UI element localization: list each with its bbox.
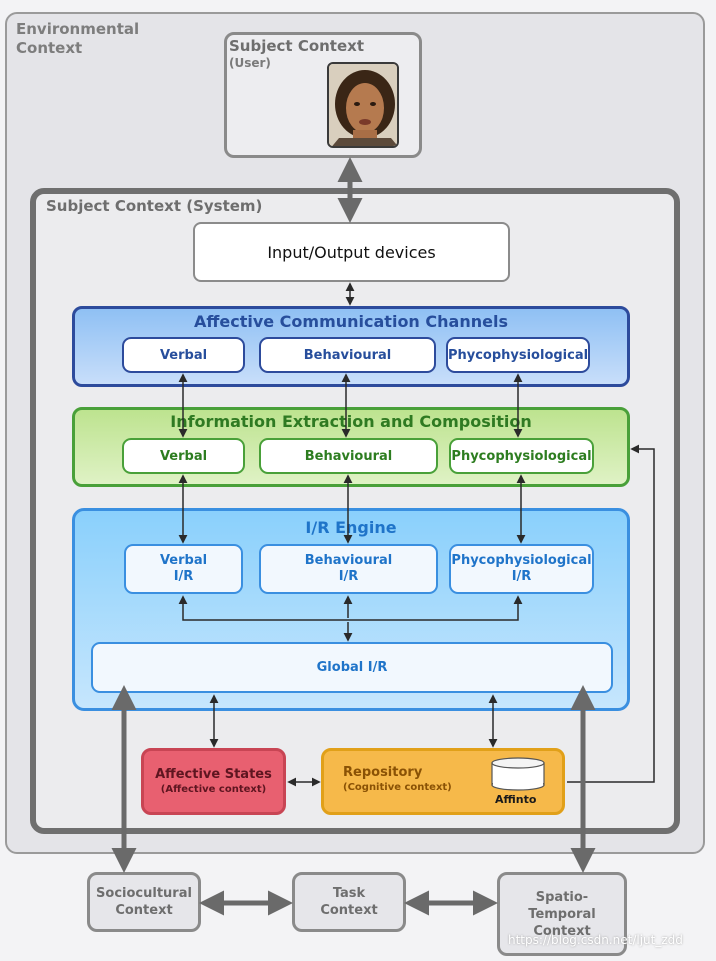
ir-verbal: Verbal I/R [124, 544, 243, 594]
ir-phycophysiological: Phycophysiological I/R [449, 544, 594, 594]
affective-states-box [141, 748, 286, 815]
repository-title: Repository [343, 765, 423, 780]
extraction-phycophysiological: Phycophysiological [449, 438, 594, 474]
subject-context-user-subtitle: (User) [229, 56, 271, 70]
task-context: Task Context [292, 872, 406, 932]
subject-context-user-title: Subject Context [229, 37, 364, 55]
ir-behavioural: Behavioural I/R [259, 544, 438, 594]
affective-states-title: Affective States [155, 767, 272, 782]
database-icon [491, 757, 545, 791]
watermark: https://blog.csdn.net/ljut_zdd [508, 933, 683, 947]
channel-verbal: Verbal [122, 337, 245, 373]
affective-channels-title: Affective Communication Channels [194, 312, 508, 331]
subject-context-system-title: Subject Context (System) [46, 197, 263, 215]
spatio-temporal-context: Spatio- Temporal Context [497, 872, 627, 956]
extraction-behavioural: Behavioural [259, 438, 438, 474]
environmental-context-title: Environmental Context [16, 20, 140, 57]
affective-states-subtitle: (Affective context) [160, 784, 267, 795]
user-photo [327, 62, 399, 148]
repository-subtitle: (Cognitive context) [343, 782, 452, 793]
global-ir: Global I/R [91, 642, 613, 693]
channel-phycophysiological: Phycophysiological [446, 337, 590, 373]
extraction-verbal: Verbal [122, 438, 245, 474]
arrow-ir-merge [178, 595, 523, 621]
info-extraction-title: Information Extraction and Composition [170, 412, 532, 431]
input-output-devices: Input/Output devices [193, 222, 510, 282]
user-face-icon [329, 64, 397, 146]
channel-behavioural: Behavioural [259, 337, 436, 373]
arrow-repository-extraction [567, 444, 655, 783]
affinto-label: Affinto [495, 793, 537, 806]
